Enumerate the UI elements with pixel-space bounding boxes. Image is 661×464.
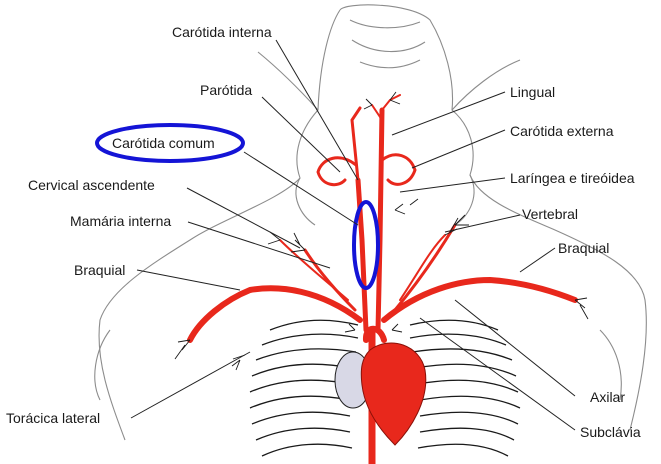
label-toracica-lateral: Torácica lateral <box>6 410 100 426</box>
label-vertebral: Vertebral <box>522 206 578 222</box>
label-braquial-left: Braquial <box>74 262 125 278</box>
label-braquial-right: Braquial <box>558 240 609 256</box>
label-carotida-comum: Carótida comum <box>112 135 215 151</box>
label-laringea-tireoidea: Laríngea e tireóidea <box>510 170 635 186</box>
label-subclavia: Subclávia <box>580 424 641 440</box>
label-cervical-ascendente: Cervical ascendente <box>28 177 155 193</box>
label-axilar: Axilar <box>590 389 625 405</box>
label-carotida-externa: Carótida externa <box>510 123 614 139</box>
label-carotida-interna: Carótida interna <box>172 24 272 40</box>
label-mamaria-interna: Mamária interna <box>70 213 171 229</box>
label-lingual: Lingual <box>510 84 555 100</box>
label-parotida: Parótida <box>200 82 252 98</box>
